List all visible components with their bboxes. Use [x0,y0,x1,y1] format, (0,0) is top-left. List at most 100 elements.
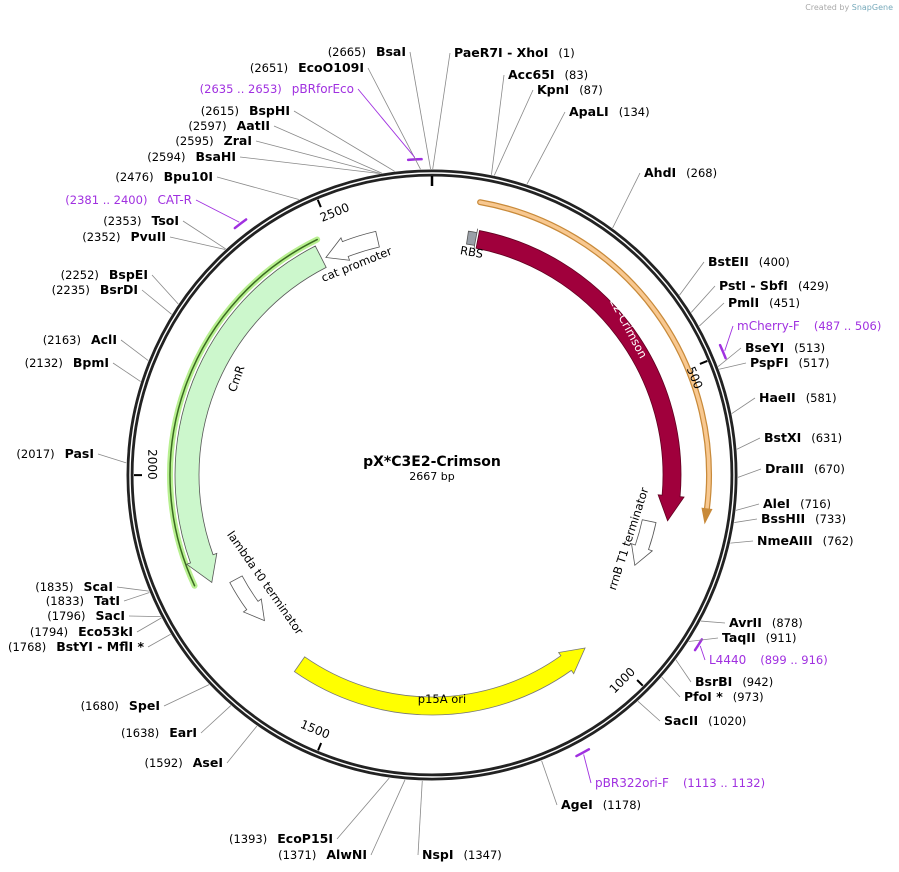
enzyme-position: (762) [823,534,854,548]
enzyme-name: Acc65I [508,67,555,82]
orange-feature-arrowhead [701,507,713,525]
feature-p15a-ori [293,647,586,716]
enzyme-label: (2597)AatII [188,118,270,133]
enzyme-position: (1178) [603,798,641,812]
tick-label: 2500 [318,200,352,225]
enzyme-position: (1020) [708,714,746,728]
enzyme-name: BsrDI [100,282,138,297]
enzyme-position: (581) [806,391,837,405]
leader-lines [97,51,762,856]
credit-brand: SnapGene [851,3,893,12]
enzyme-name: EcoP15I [277,831,333,846]
enzyme-leader-line [200,705,232,734]
enzyme-position: (1347) [464,848,502,862]
enzyme-name: AleI [763,496,790,511]
enzyme-name: DraIII [765,461,804,476]
enzyme-leader-line [367,67,421,170]
enzyme-leader-line [123,592,150,602]
enzyme-name: AclI [91,332,117,347]
enzyme-leader-line [255,140,381,174]
enzyme-label: AvrII(878) [729,615,803,630]
enzyme-position: (2132) [25,356,63,370]
enzyme-label: (2353)TsoI [103,213,179,228]
enzyme-leader-line [182,220,226,250]
enzyme-label: (2352)PvuII [82,229,166,244]
enzyme-label: AgeI (1178) [561,797,641,812]
enzyme-position: (733) [815,512,846,526]
enzyme-leader-line [690,285,716,313]
tick-label: 1500 [298,717,332,742]
enzyme-name: AgeI [561,797,593,812]
enzyme-name: TsoI [151,213,179,228]
enzyme-label: (2252)BspEI [61,267,148,282]
enzyme-label: Acc65I(83) [508,67,588,82]
enzyme-site: (1833)TatI [46,593,120,608]
enzyme-label: KpnI(87) [537,82,603,97]
orange-feature [478,200,711,516]
enzyme-leader-line [493,89,534,176]
enzyme-leader-line [336,777,390,840]
enzyme-site: (2665)BsaI [328,44,406,59]
enzyme-label: AhdI(268) [644,165,717,180]
enzyme-name: BsaI [376,44,406,59]
enzyme-leader-line [717,347,742,367]
enzyme-position: (2597) [188,119,226,133]
enzyme-leader-line [239,156,380,174]
enzyme-site: BsrBI(942) [695,674,773,689]
enzyme-name: BsaHI [195,149,236,164]
enzyme-position: (716) [800,497,831,511]
enzyme-label: (2476)Bpu10I [115,169,213,184]
enzyme-site: (2235)BsrDI [52,282,138,297]
enzyme-site: PspFI(517) [750,355,829,370]
enzyme-name: PasI [65,446,94,461]
enzyme-name: BstYI - MflI * [56,639,144,654]
enzyme-site: PaeR7I - XhoI(1) [454,45,575,60]
enzyme-position: (1794) [30,625,68,639]
enzyme-position: (1835) [35,580,73,594]
enzyme-label: (2595)ZraI [175,133,252,148]
enzyme-leader-line [141,289,172,315]
enzyme-label: (1638) EarI [121,725,197,740]
enzyme-site: (1768)BstYI - MflI * [8,639,144,654]
enzyme-name: EarI [169,725,197,740]
backbone-inner [129,172,735,778]
enzyme-leader-line [675,659,692,683]
enzyme-leader-line [688,637,719,642]
feature-rbs [466,228,479,250]
enzyme-site: (2017)PasI [16,446,94,461]
enzyme-position: (1833) [46,594,84,608]
enzyme-label: PspFI(517) [750,355,829,370]
primer-leader-line [699,645,706,661]
enzyme-site: PmlI(451) [728,295,800,310]
enzyme-name: AhdI [644,165,676,180]
enzyme-position: (911) [766,631,797,645]
enzyme-leader-line [730,540,754,544]
enzyme-position: (134) [619,105,650,119]
enzyme-name: Bpu10I [164,169,213,184]
enzyme-label: (1393)EcoP15I [229,831,333,846]
enzyme-name: TaqII [722,630,756,645]
enzyme-label: (2651)EcoO109I [250,60,364,75]
enzyme-leader-line [128,615,161,618]
enzyme-name: BssHII [761,511,805,526]
enzyme-name: SacII [664,713,698,728]
enzyme-position: (1638) [121,726,159,740]
enzyme-label: (1592)AseI [145,755,224,770]
enzyme-position: (2252) [61,268,99,282]
enzyme-leader-line [734,518,758,523]
enzyme-leader-line [293,110,395,172]
enzyme-leader-line [541,760,558,806]
snapgene-credit: Created by SnapGene [805,3,893,12]
enzyme-leader-line [700,620,726,624]
enzyme-leader-line [273,125,382,174]
cmr-highlight-line [169,238,318,587]
enzyme-label: (2132)BpmI [25,355,109,370]
enzyme-name: AlwNI [326,847,367,862]
enzyme-leader-line [112,362,141,382]
enzyme-label: DraIII(670) [765,461,845,476]
enzyme-name: ApaLI [569,104,609,119]
tick-label: 1000 [607,665,638,697]
primer-range: (487 .. 506) [814,319,882,333]
enzyme-leader-line [116,586,149,592]
enzyme-name: BsrBI [695,674,732,689]
